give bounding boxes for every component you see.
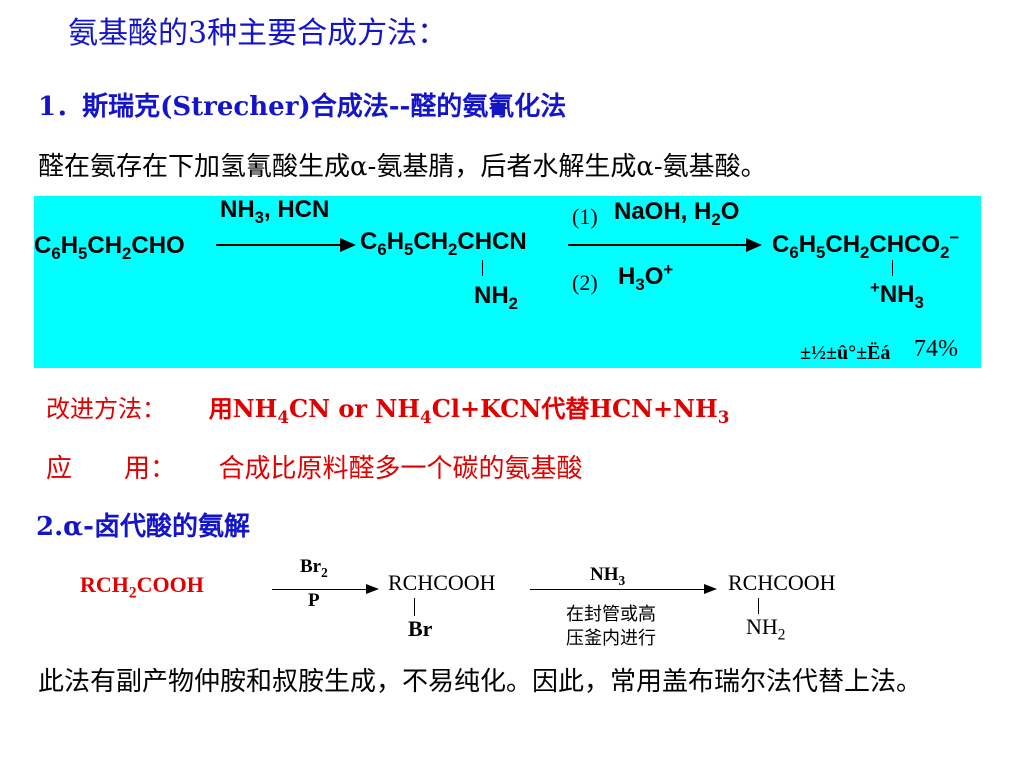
arrow-1-head [340, 238, 356, 252]
strecker-reaction-panel: C6H5CH2CHO NH3, HCN C6H5CH2CHCN NH2 (1) … [34, 196, 981, 368]
application-line: 应 用： 合成比原料醛多一个碳的氨基酸 [46, 448, 583, 485]
step1-number: (1) [572, 204, 598, 229]
step1-reagent: NaOH, H2O [614, 198, 740, 229]
section2-heading: 2.α-卤代酸的氨解 [36, 512, 250, 542]
improvement-line: 改进方法： 用NH4CN or NH4Cl+KCN代替HCN+NH3 [46, 389, 729, 427]
s2-reagent-p: P [308, 590, 320, 611]
step2-reagent: H3O+ [618, 260, 674, 294]
application-label: 应 用： [46, 454, 177, 484]
section1-description: 醛在氨存在下加氢氰酸生成α-氨基腈，后者水解生成α-氨基酸。 [38, 152, 767, 182]
yield-garbled-text: ±½±û°±Ëá [800, 342, 891, 364]
improvement-label: 改进方法： [46, 395, 166, 423]
improvement-text: 用NH4CN or NH4Cl+KCN代替HCN+NH3 [208, 394, 730, 427]
s2-product: RCHCOOH [728, 570, 836, 595]
application-text: 合成比原料醛多一个碳的氨基酸 [218, 454, 583, 484]
step2-number: (2) [572, 270, 598, 295]
product-substituent: +NH3 [870, 278, 924, 312]
arrow-1 [216, 244, 344, 246]
s2-arrow-2 [530, 589, 706, 590]
s2-condition-line1: 在封管或高 [566, 604, 656, 625]
s2-intermediate-br: Br [408, 616, 433, 641]
s2-arrow-2-head [704, 584, 717, 594]
arrow-2 [568, 244, 750, 246]
yield-percent: 74% [914, 336, 958, 362]
s2-reagent-br2: Br2 [300, 556, 328, 580]
s2-reagent-nh3: NH3 [590, 564, 626, 588]
s2-condition-line2: 压釜内进行 [566, 628, 656, 649]
reactant-formula: C6H5CH2CHO [34, 232, 185, 263]
s2-reactant: RCH2COOH [80, 572, 204, 602]
reagent1-label: NH3, HCN [220, 196, 330, 227]
s2-product-bond [758, 598, 759, 614]
page-title: 氨基酸的3种主要合成方法： [68, 16, 448, 51]
product-bond [892, 260, 893, 276]
section1-heading: 1．斯瑞克(Strecher)合成法--醛的氨氰化法 [38, 92, 567, 122]
conclusion-text: 此法有副产物仲胺和叔胺生成，不易纯化。因此，常用盖布瑞尔法代替上法。 [38, 667, 923, 697]
s2-intermediate-bond [414, 598, 415, 616]
product-formula: C6H5CH2CHCO2− [772, 228, 960, 262]
s2-arrow-1-head [366, 584, 379, 594]
s2-intermediate: RCHCOOH [388, 570, 496, 595]
arrow-2-head [746, 238, 762, 252]
s2-arrow-1 [272, 589, 368, 590]
intermediate-formula: C6H5CH2CHCN [360, 228, 527, 259]
s2-product-nh2: NH2 [746, 614, 786, 644]
intermediate-substituent: NH2 [474, 282, 519, 313]
intermediate-bond [482, 260, 483, 276]
